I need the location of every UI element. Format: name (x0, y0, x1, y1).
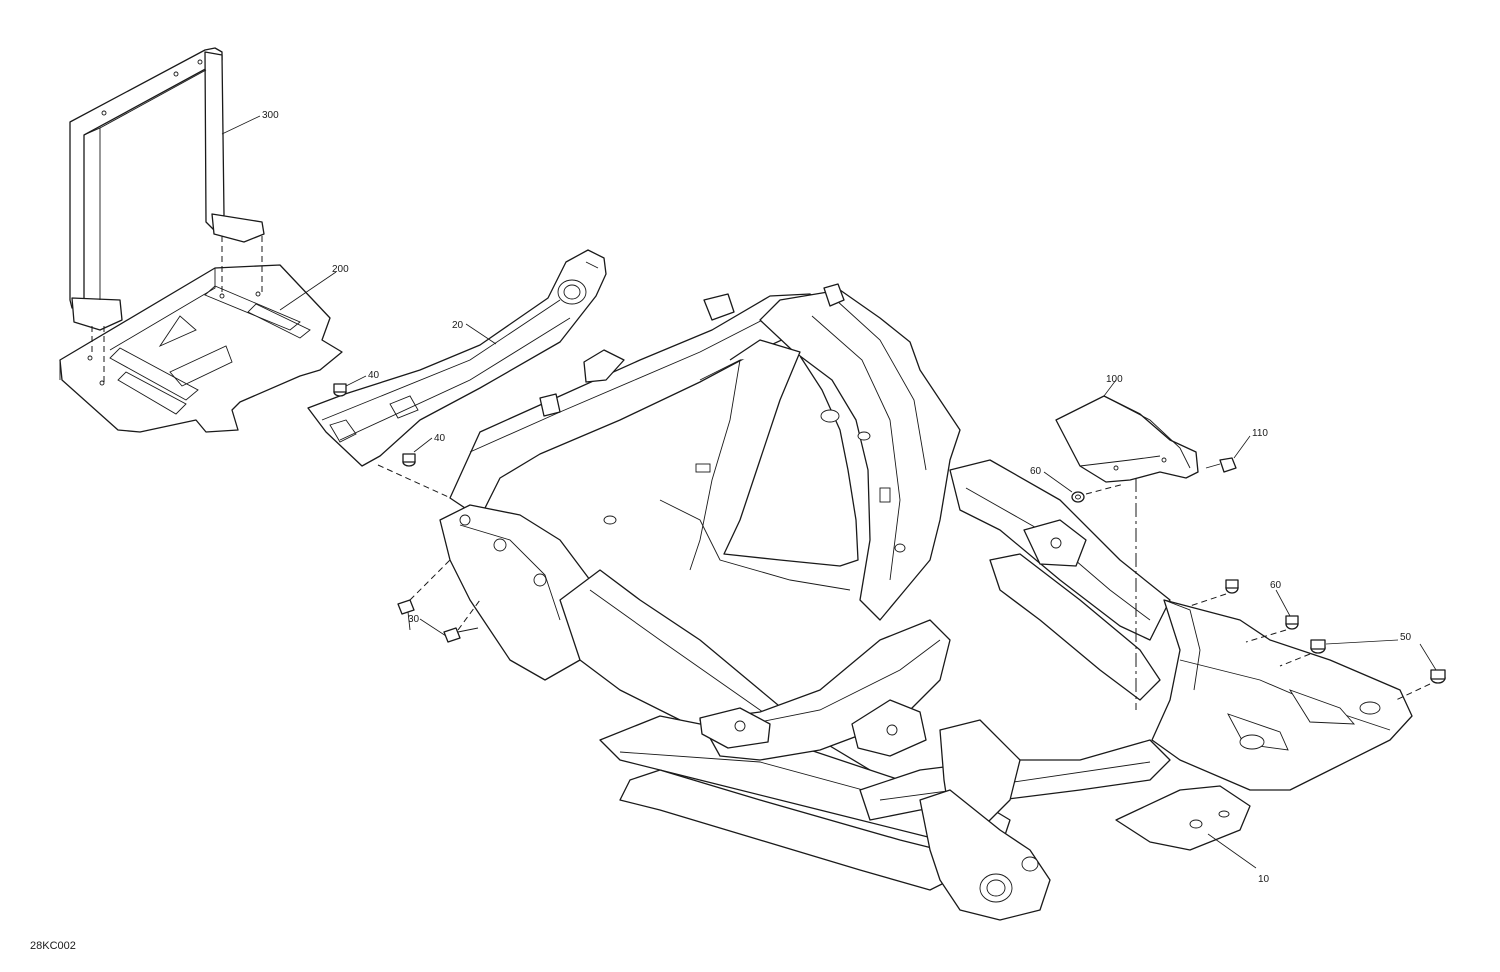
part-60-nut-left (1225, 579, 1239, 594)
callout-110: 110 (1252, 428, 1268, 439)
part-50-nut-right (1430, 669, 1446, 684)
callout-20: 20 (452, 320, 464, 331)
assembly-line-300-200-right (221, 236, 263, 296)
callout-40-lower: 40 (434, 433, 446, 444)
part-30-bolt-lower (443, 627, 479, 643)
part-30-bolt-upper (397, 599, 415, 631)
callout-60-lower: 60 (1270, 580, 1282, 591)
part-200-floor-plate (59, 264, 343, 433)
part-60-nut-right (1285, 615, 1299, 630)
leader-300 (221, 115, 261, 135)
leader-60-upper (1043, 471, 1073, 493)
leader-40-lower (413, 437, 433, 453)
callout-100: 100 (1106, 374, 1123, 385)
callout-200: 200 (332, 264, 349, 275)
leader-30 (419, 618, 447, 637)
assembly-line-60-100 (1085, 483, 1125, 495)
assembly-line-50 (1279, 653, 1431, 701)
part-300-upright-bar (69, 47, 265, 331)
part-50-nut-left (1310, 639, 1326, 654)
part-20-support-arm (307, 249, 607, 467)
main-frame (439, 283, 1413, 921)
assembly-line-60-lower (1189, 593, 1287, 643)
leader-50 (1325, 639, 1437, 671)
leader-200 (279, 271, 337, 311)
assembly-line-20-frame (377, 464, 456, 501)
callout-60-upper: 60 (1030, 466, 1042, 477)
leader-20 (465, 323, 497, 345)
callout-30: 30 (408, 614, 420, 625)
part-110-bolt (1205, 457, 1237, 473)
part-40-nut-lower (402, 453, 416, 467)
callout-50: 50 (1400, 632, 1412, 643)
leader-60-lower (1275, 589, 1291, 617)
part-10-skid-bracket (1115, 785, 1251, 851)
leader-110 (1233, 435, 1251, 459)
assembly-line-300-200-left (91, 326, 105, 384)
part-60-nut-upper (1071, 491, 1085, 503)
leader-10 (1207, 833, 1257, 869)
callout-300: 300 (262, 110, 279, 121)
leader-40-upper (345, 375, 367, 387)
part-100-cover-plate (1055, 395, 1199, 483)
drawing-code: 28KC002 (30, 940, 76, 952)
part-40-nut-upper (333, 383, 347, 397)
leader-100 (1103, 379, 1117, 397)
callout-40-upper: 40 (368, 370, 380, 381)
assembly-line-30 (409, 559, 481, 631)
callout-10: 10 (1258, 874, 1270, 885)
